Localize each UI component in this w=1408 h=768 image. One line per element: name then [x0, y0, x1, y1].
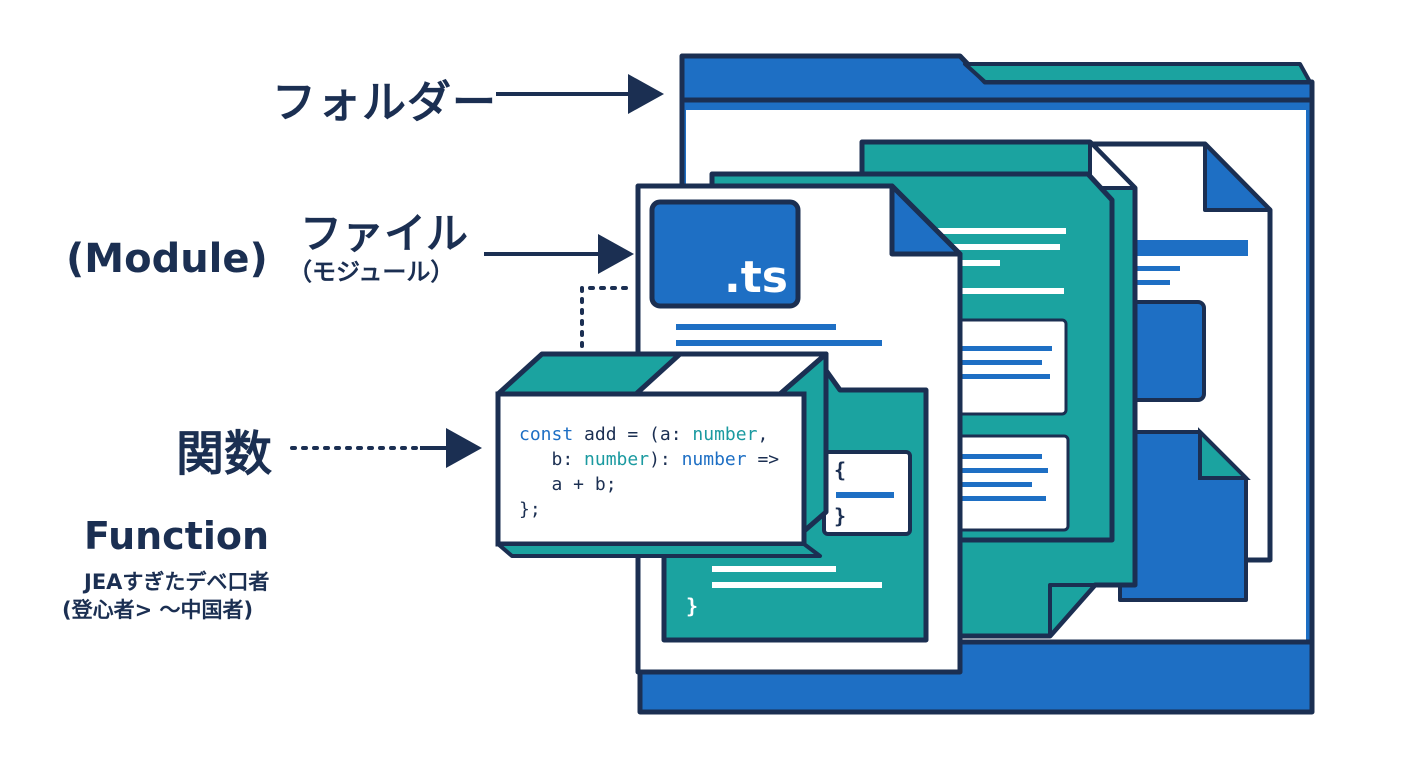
code-snippet: const add = (a: number, b: number): numb… — [519, 422, 779, 522]
ts-extension-badge: .ts — [724, 252, 788, 303]
code-line2-text: b: — [519, 449, 585, 470]
file-label: ファイル — [300, 209, 469, 258]
dotted-link — [580, 286, 636, 348]
code-type-number: number — [692, 424, 758, 445]
brace-close: } — [834, 504, 847, 528]
function-box — [495, 351, 829, 558]
brace-open: { — [834, 458, 847, 482]
code-type-number: number — [584, 449, 650, 470]
code-line2-end: => — [746, 449, 780, 470]
function-en-label: Function — [84, 514, 270, 558]
connectors — [290, 74, 664, 468]
brace-bottom: } — [686, 594, 699, 618]
function-sub-label-2: (登心者> 〜中国者) — [62, 598, 254, 622]
module-label: (Module) — [66, 236, 268, 282]
code-line1-text: add = (a: — [573, 424, 693, 445]
function-sub-label-1: JEAすぎたデベ口者 — [84, 570, 270, 594]
function-label: 関数 — [176, 426, 273, 482]
code-line1-end: , — [757, 424, 769, 445]
file-sub-label: （モジュール） — [288, 258, 455, 286]
code-line4: }; — [519, 499, 541, 520]
folder-label: フォルダー — [272, 77, 497, 128]
code-line2-mid: ): — [649, 449, 682, 470]
code-keyword-const: const — [519, 424, 574, 445]
code-line3: a + b; — [519, 474, 617, 495]
code-type-number: number — [681, 449, 747, 470]
